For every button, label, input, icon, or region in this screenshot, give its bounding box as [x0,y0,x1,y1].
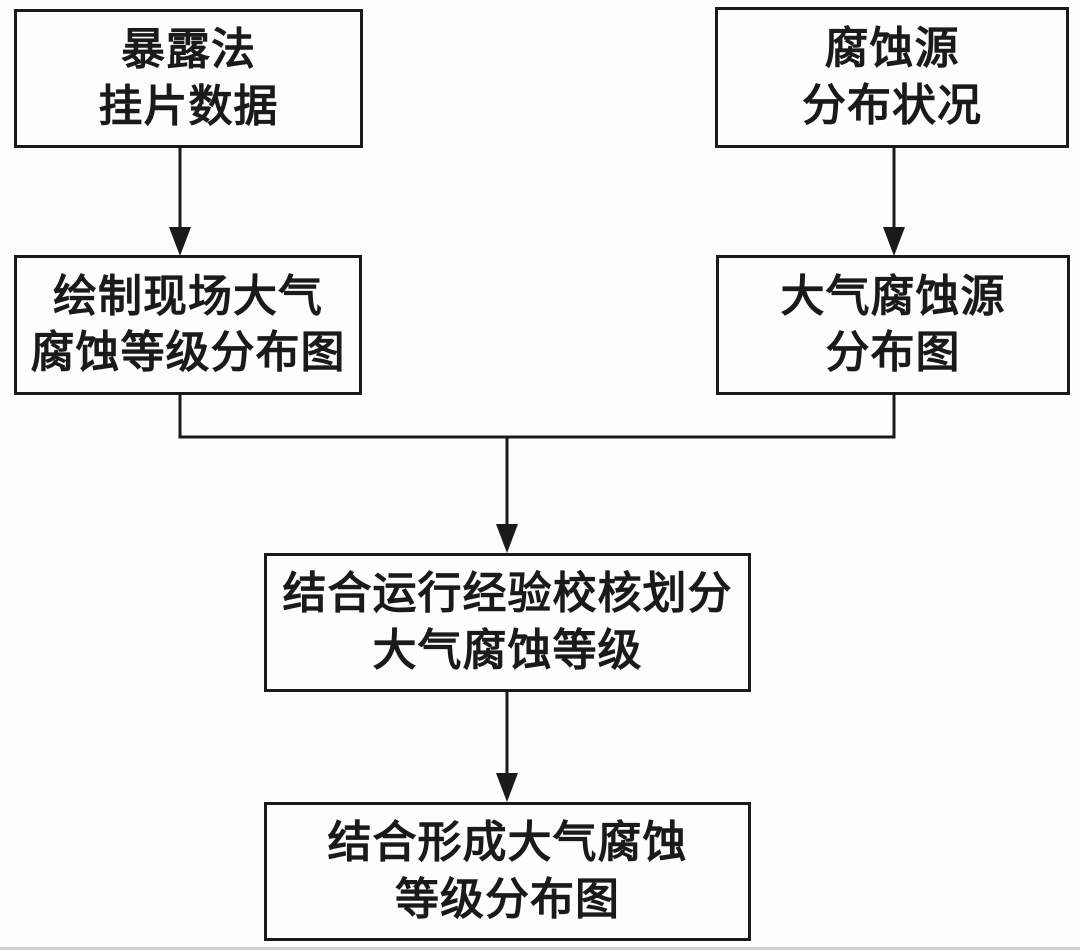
arrow-grading-to-final-map [496,692,518,802]
node-text-line: 腐蚀等级分布图 [30,328,346,377]
node-text-line: 腐蚀源 [824,24,960,74]
node-text-line: 结合形成大气腐蚀 [327,818,688,868]
node-site-corrosion-grade-map: 绘制现场大气 腐蚀等级分布图 [14,255,362,395]
node-text-line: 大气腐蚀源 [780,271,1006,321]
node-text-line: 大气腐蚀等级 [372,625,643,675]
node-experience-check-grading: 结合运行经验校核划分 大气腐蚀等级 [264,553,751,692]
arrowhead-down-icon [169,227,191,256]
arrowhead-down-icon [496,773,518,802]
arrow-exposure-to-site-map [169,148,191,256]
node-text-line: 暴露法 [121,25,256,75]
node-exposure-coupon-data: 暴露法 挂片数据 [14,9,363,148]
node-text-line: 等级分布图 [395,874,620,924]
node-corrosion-source-map: 大气腐蚀源 分布图 [716,255,1070,395]
merge-connector [178,395,896,553]
arrowhead-down-icon [496,524,518,553]
node-text-line: 绘制现场大气 [53,271,323,321]
node-text-line: 挂片数据 [98,81,279,131]
node-text-line: 分布图 [825,328,961,377]
node-final-grade-distribution-map: 结合形成大气腐蚀 等级分布图 [264,802,751,941]
node-text-line: 结合运行经验校核划分 [282,569,733,619]
arrowhead-down-icon [883,227,905,256]
image-bottom-edge [0,947,1080,950]
arrow-source-status-to-source-map [883,148,905,256]
node-text-line: 分布状况 [802,80,982,130]
node-corrosion-source-status: 腐蚀源 分布状况 [715,7,1069,148]
